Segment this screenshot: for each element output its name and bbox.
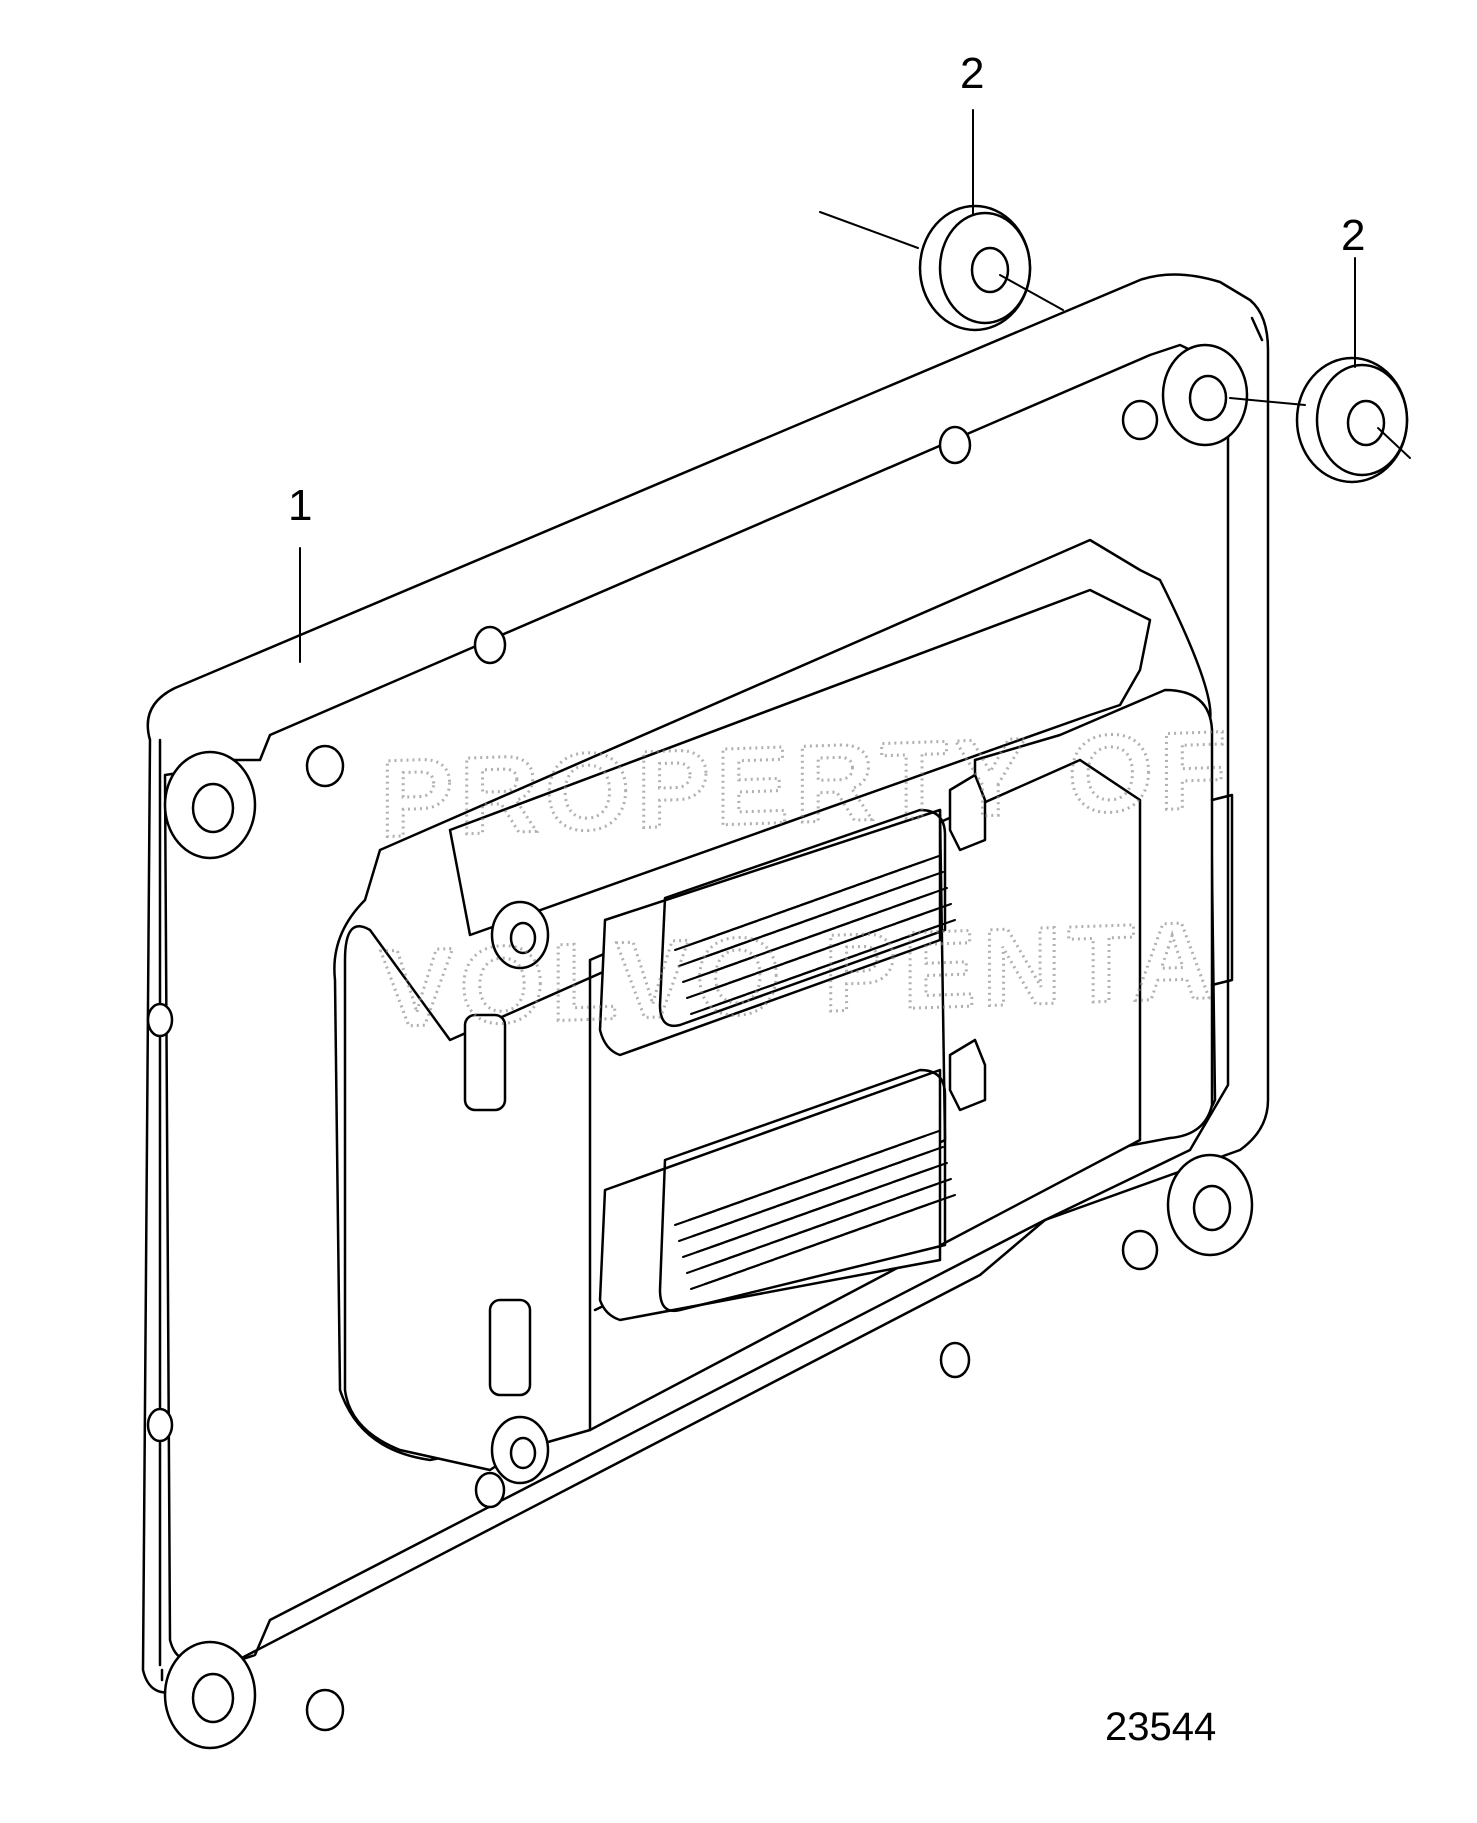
- connector-pin-groove: [902, 1146, 944, 1162]
- mounting-plate-edge: [158, 316, 1264, 1682]
- figure-number: 23544: [1105, 1705, 1216, 1749]
- side-tab: [1210, 793, 1234, 987]
- corner-boss-top-right: [1161, 343, 1249, 447]
- corner-boss-bottom-right: [1166, 1153, 1254, 1257]
- callout-2-upper: 2: [960, 49, 984, 98]
- cover-screw-bottom: [490, 1415, 550, 1485]
- callout-1: 1: [288, 481, 312, 530]
- corner-boss-top-left: [163, 750, 257, 860]
- connector-pin-groove: [906, 887, 948, 903]
- washer-upper[interactable]: [918, 204, 1032, 332]
- cover-tab-upper: [463, 1013, 507, 1112]
- connector-b-pins: [674, 1130, 956, 1290]
- plate-inner-step: [163, 343, 1230, 1662]
- connector-pin-groove: [914, 1194, 956, 1210]
- connector-clip-upper: [948, 773, 987, 852]
- connector-pin-groove: [914, 919, 956, 935]
- connector-pin-groove: [906, 1162, 948, 1178]
- callout-2-right: 2: [1341, 211, 1365, 260]
- cover-tab-lower: [488, 1298, 532, 1397]
- connector-pin-groove: [910, 1178, 952, 1194]
- connector-pin-groove: [898, 1130, 940, 1146]
- connector-pin-groove: [898, 855, 940, 871]
- plate-pins: [146, 399, 1159, 1732]
- connector-b[interactable]: [598, 1068, 956, 1322]
- washer-right[interactable]: [1295, 356, 1409, 484]
- assembly-axis-right: [1229, 397, 1411, 459]
- assembly-axis-upper: [819, 211, 1064, 311]
- connector-a-pins: [674, 855, 956, 1015]
- connector-latch: [448, 588, 1152, 937]
- connector-clip-lower: [948, 1038, 987, 1112]
- connector-a[interactable]: [598, 808, 956, 1057]
- corner-boss-bottom-left: [163, 1640, 257, 1750]
- connector-pin-groove: [902, 871, 944, 887]
- cover-screw-top: [490, 900, 550, 970]
- connector-pin-groove: [910, 903, 952, 919]
